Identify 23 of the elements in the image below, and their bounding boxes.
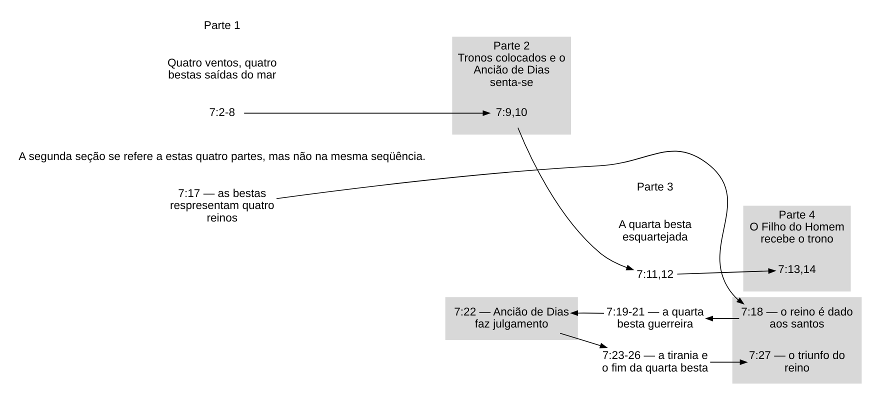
arrow <box>704 316 740 322</box>
node-text: 7:18 — o reino é dado aos santos <box>740 306 852 331</box>
node-text: 7:11,12 <box>636 268 674 281</box>
node-text: 7:9,10 <box>495 107 527 120</box>
label: A segunda seção se refere a estas quatro partes, mas não na mesma seqüência. <box>18 150 426 163</box>
node-text: 7:2-8 <box>208 107 235 120</box>
arrow <box>709 359 748 366</box>
node-text: 7:23-26 — a tirania e o fim da quarta besta <box>602 350 708 374</box>
node-text: 7:22 — Ancião de Dias faz julgamento <box>454 306 569 331</box>
arrow <box>569 310 604 316</box>
node-text: 7:27 — o triunfo do reino <box>748 350 845 374</box>
label: Parte 1 <box>203 20 240 32</box>
node-text: 7:13,14 <box>778 264 816 276</box>
label: Parte 3 <box>636 182 673 194</box>
arrow <box>676 268 776 275</box>
label: Quatro ventos, quatro bestas saídas do mar <box>167 57 276 82</box>
label: A quarta besta esquartejada <box>618 219 692 244</box>
arrow <box>517 127 634 270</box>
node-text: 7:17 — as bestas respresentam quatro reinos <box>170 188 274 224</box>
node-text: 7:19-21 — a quarta besta guerreira <box>606 306 704 331</box>
arrow <box>243 110 490 116</box>
arrow <box>559 332 608 348</box>
arrow <box>276 150 744 305</box>
